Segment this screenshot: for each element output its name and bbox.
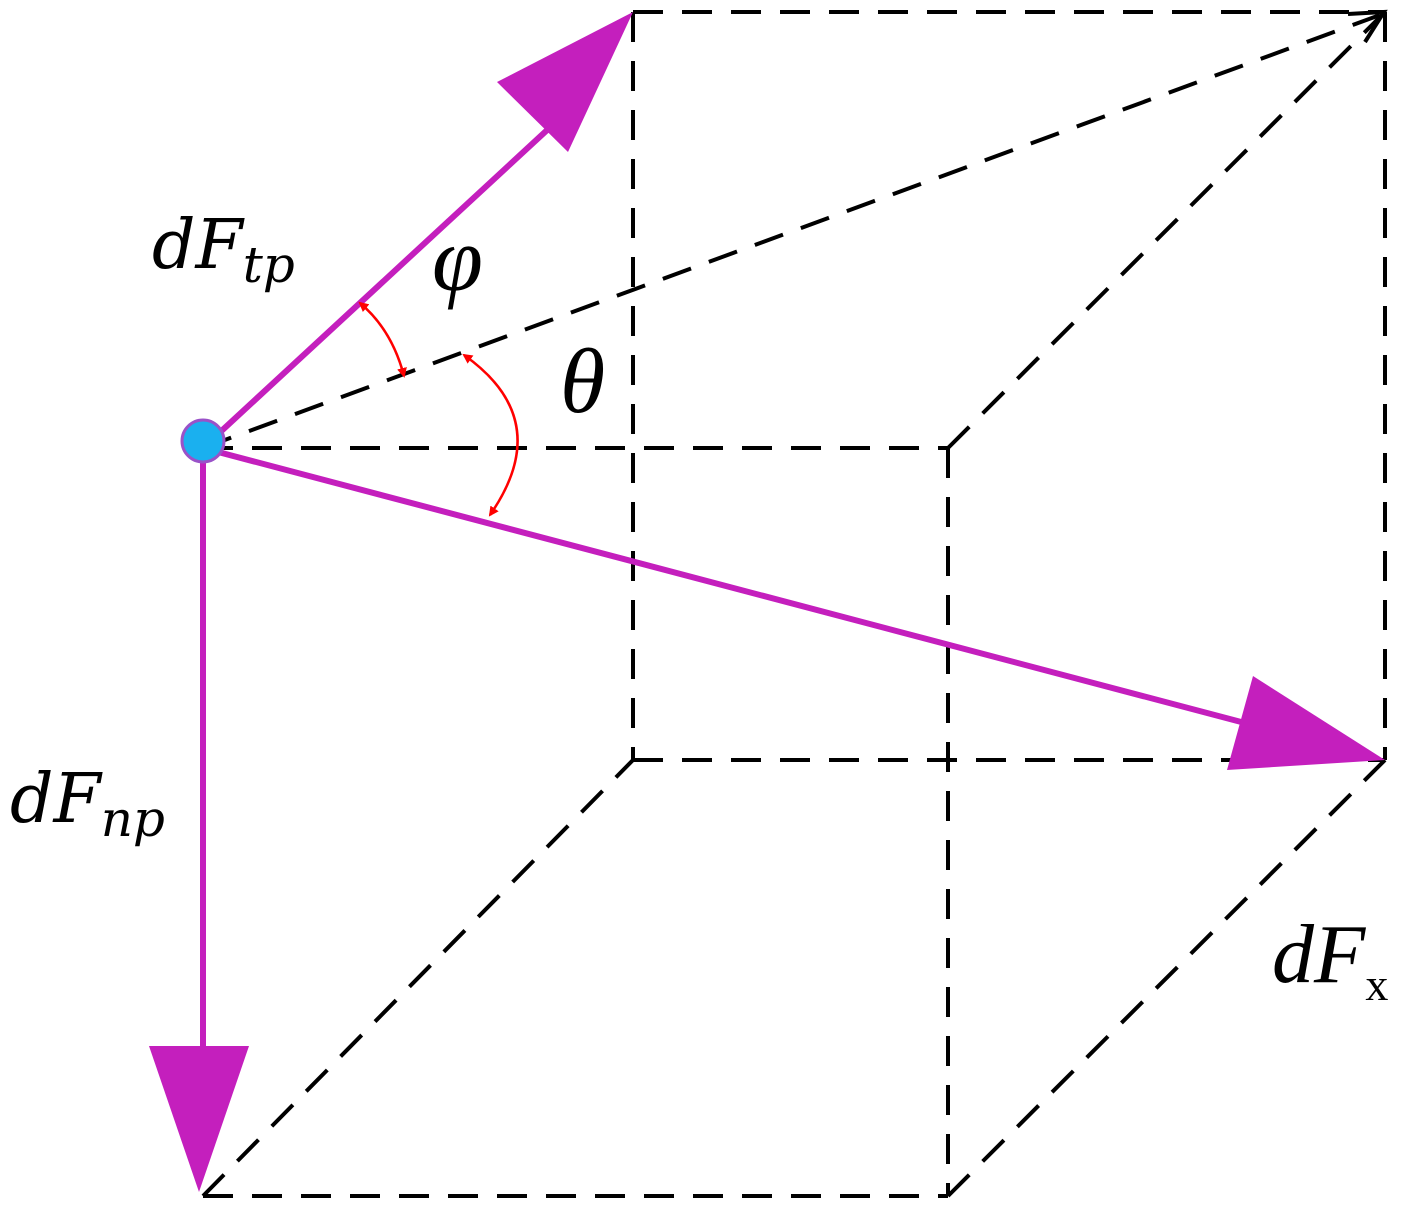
tangential-force-arrowhead xyxy=(497,12,633,152)
label-resultant-force-sub: x xyxy=(1365,959,1388,1010)
force-vectors xyxy=(149,12,1385,1192)
construction-box xyxy=(201,10,1387,1198)
label-normal-force: dFnp xyxy=(10,760,165,848)
resultant-diagonal-line xyxy=(202,13,1381,450)
theta-arc xyxy=(462,353,519,517)
label-tangential-force: dFtp xyxy=(152,206,295,294)
box-edge-depth-top xyxy=(946,10,1387,450)
label-tangential-force-main: dF xyxy=(152,206,246,285)
resultant-diagonal xyxy=(202,9,1388,450)
label-resultant-force-main: dF xyxy=(1272,908,1367,1001)
tangential-force-shaft xyxy=(200,117,561,451)
label-normal-force-main: dF xyxy=(10,760,104,839)
label-normal-force-sub: np xyxy=(101,790,165,848)
resultant-force-shaft xyxy=(200,445,1248,726)
resultant-force-arrowhead xyxy=(1227,676,1385,770)
box-edge-depth-bottom-left xyxy=(201,758,635,1198)
label-angle-phi: φ xyxy=(432,208,483,310)
angle-arcs xyxy=(358,301,519,517)
origin-point xyxy=(180,418,226,464)
box-edge-depth-bottom-right xyxy=(946,758,1387,1198)
label-angle-theta: θ xyxy=(560,330,605,432)
phi-arc xyxy=(358,301,407,378)
label-tangential-force-sub: tp xyxy=(243,236,295,294)
normal-force-arrowhead xyxy=(149,1046,249,1192)
resultant-open-arrowhead xyxy=(1347,9,1388,44)
label-resultant-force: dFx xyxy=(1272,908,1388,1010)
